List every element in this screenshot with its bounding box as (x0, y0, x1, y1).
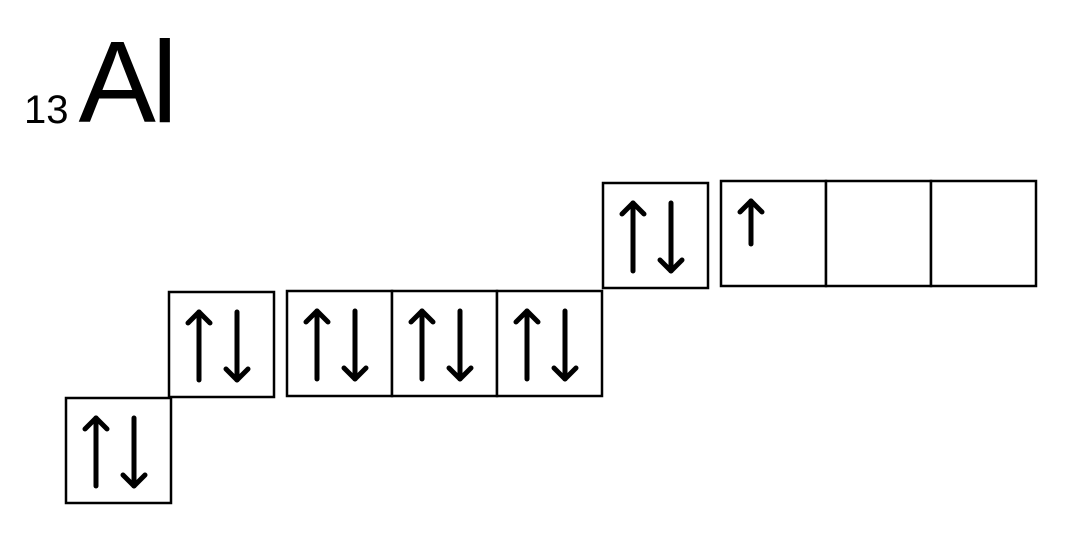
spin-up-arrow-icon (303, 308, 331, 382)
spin-down-arrow-icon (657, 200, 685, 274)
orbital-box-3p-2 (824, 179, 933, 288)
subshell-2p (285, 289, 604, 398)
orbital-box-2p-3 (495, 289, 604, 398)
spin-up-arrow-icon (185, 309, 213, 383)
element-symbol: Al (78, 17, 178, 147)
spin-down-arrow-icon (551, 308, 579, 382)
spin-down-arrow-icon (223, 309, 251, 383)
spin-up-arrow-icon (737, 198, 765, 247)
orbital-box-3s-1 (601, 181, 710, 290)
orbital-box-2s-1 (167, 290, 276, 399)
spin-down-arrow-icon (120, 415, 148, 489)
subshell-2s (167, 290, 276, 399)
subshell-3s (601, 181, 710, 290)
spin-down-arrow-icon (446, 308, 474, 382)
spin-up-arrow-icon (619, 200, 647, 274)
orbital-box-3p-1 (719, 179, 828, 288)
orbital-box-1s-1 (64, 396, 173, 505)
subshell-1s (64, 396, 173, 505)
spin-down-arrow-icon (341, 308, 369, 382)
spin-up-arrow-icon (513, 308, 541, 382)
orbital-box-2p-1 (285, 289, 394, 398)
orbital-box-3p-3 (929, 179, 1038, 288)
spin-up-arrow-icon (408, 308, 436, 382)
element-label: 13 Al (24, 10, 178, 147)
subshell-3p (719, 179, 1038, 288)
atomic-number: 13 (24, 88, 69, 132)
spin-up-arrow-icon (82, 415, 110, 489)
orbital-box-2p-2 (390, 289, 499, 398)
